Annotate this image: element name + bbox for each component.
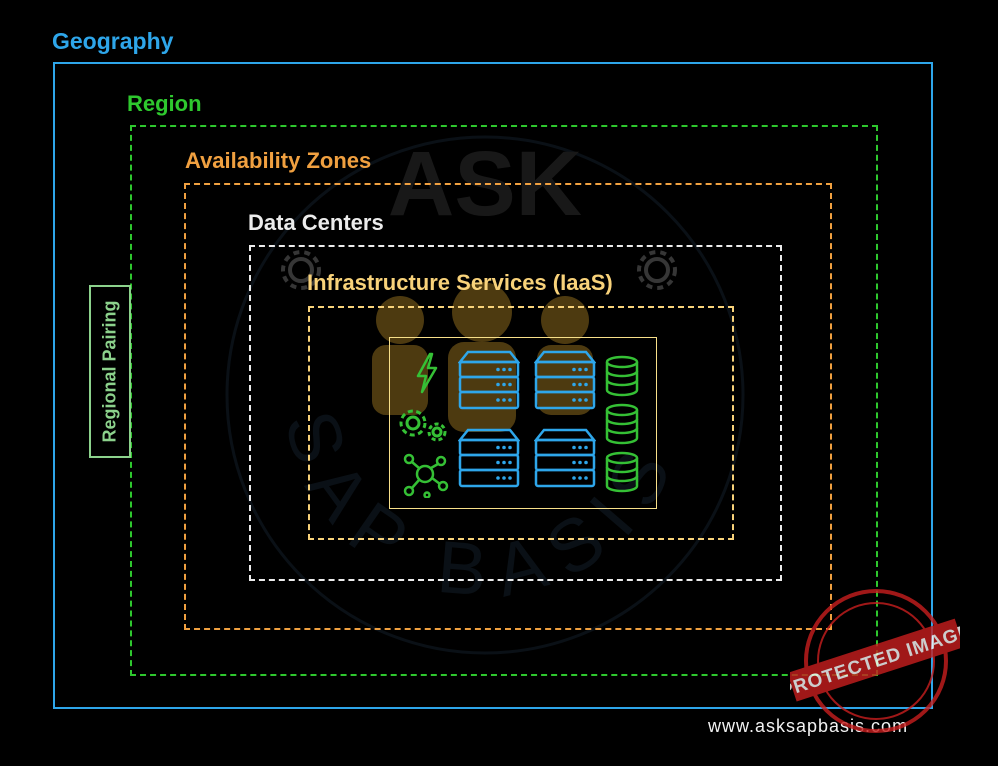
server-rack-icon (534, 350, 596, 410)
data-centers-label: Data Centers (248, 210, 384, 235)
gear-icon (281, 250, 321, 290)
database-icon (605, 403, 639, 445)
infrastructure-panel (389, 337, 657, 509)
lightning-icon (416, 352, 438, 394)
availability-zones-boundary (184, 183, 832, 630)
gears-icon (399, 409, 447, 442)
database-icon (605, 451, 639, 493)
regional-pairing-label: Regional Pairing (99, 300, 120, 443)
footer-url: www.asksapbasis.com (708, 716, 909, 736)
geography-label: Geography (52, 28, 174, 54)
region-label: Region (127, 91, 202, 116)
region-boundary (130, 125, 878, 676)
regional-pairing-box: Regional Pairing (89, 285, 131, 458)
database-icon (605, 355, 639, 397)
protected-image-stamp: PROTECTED IMAGE (790, 589, 960, 733)
server-rack-icon (458, 428, 520, 488)
server-rack-icon (458, 350, 520, 410)
iaas-label: Infrastructure Services (IaaS) (307, 270, 613, 295)
network-hub-icon (403, 453, 449, 498)
geography-boundary (53, 62, 933, 709)
data-centers-boundary (249, 245, 782, 581)
server-rack-icon (534, 428, 596, 488)
iaas-boundary (308, 306, 734, 540)
gear-icon (637, 250, 677, 290)
availability-zones-label: Availability Zones (185, 148, 372, 173)
